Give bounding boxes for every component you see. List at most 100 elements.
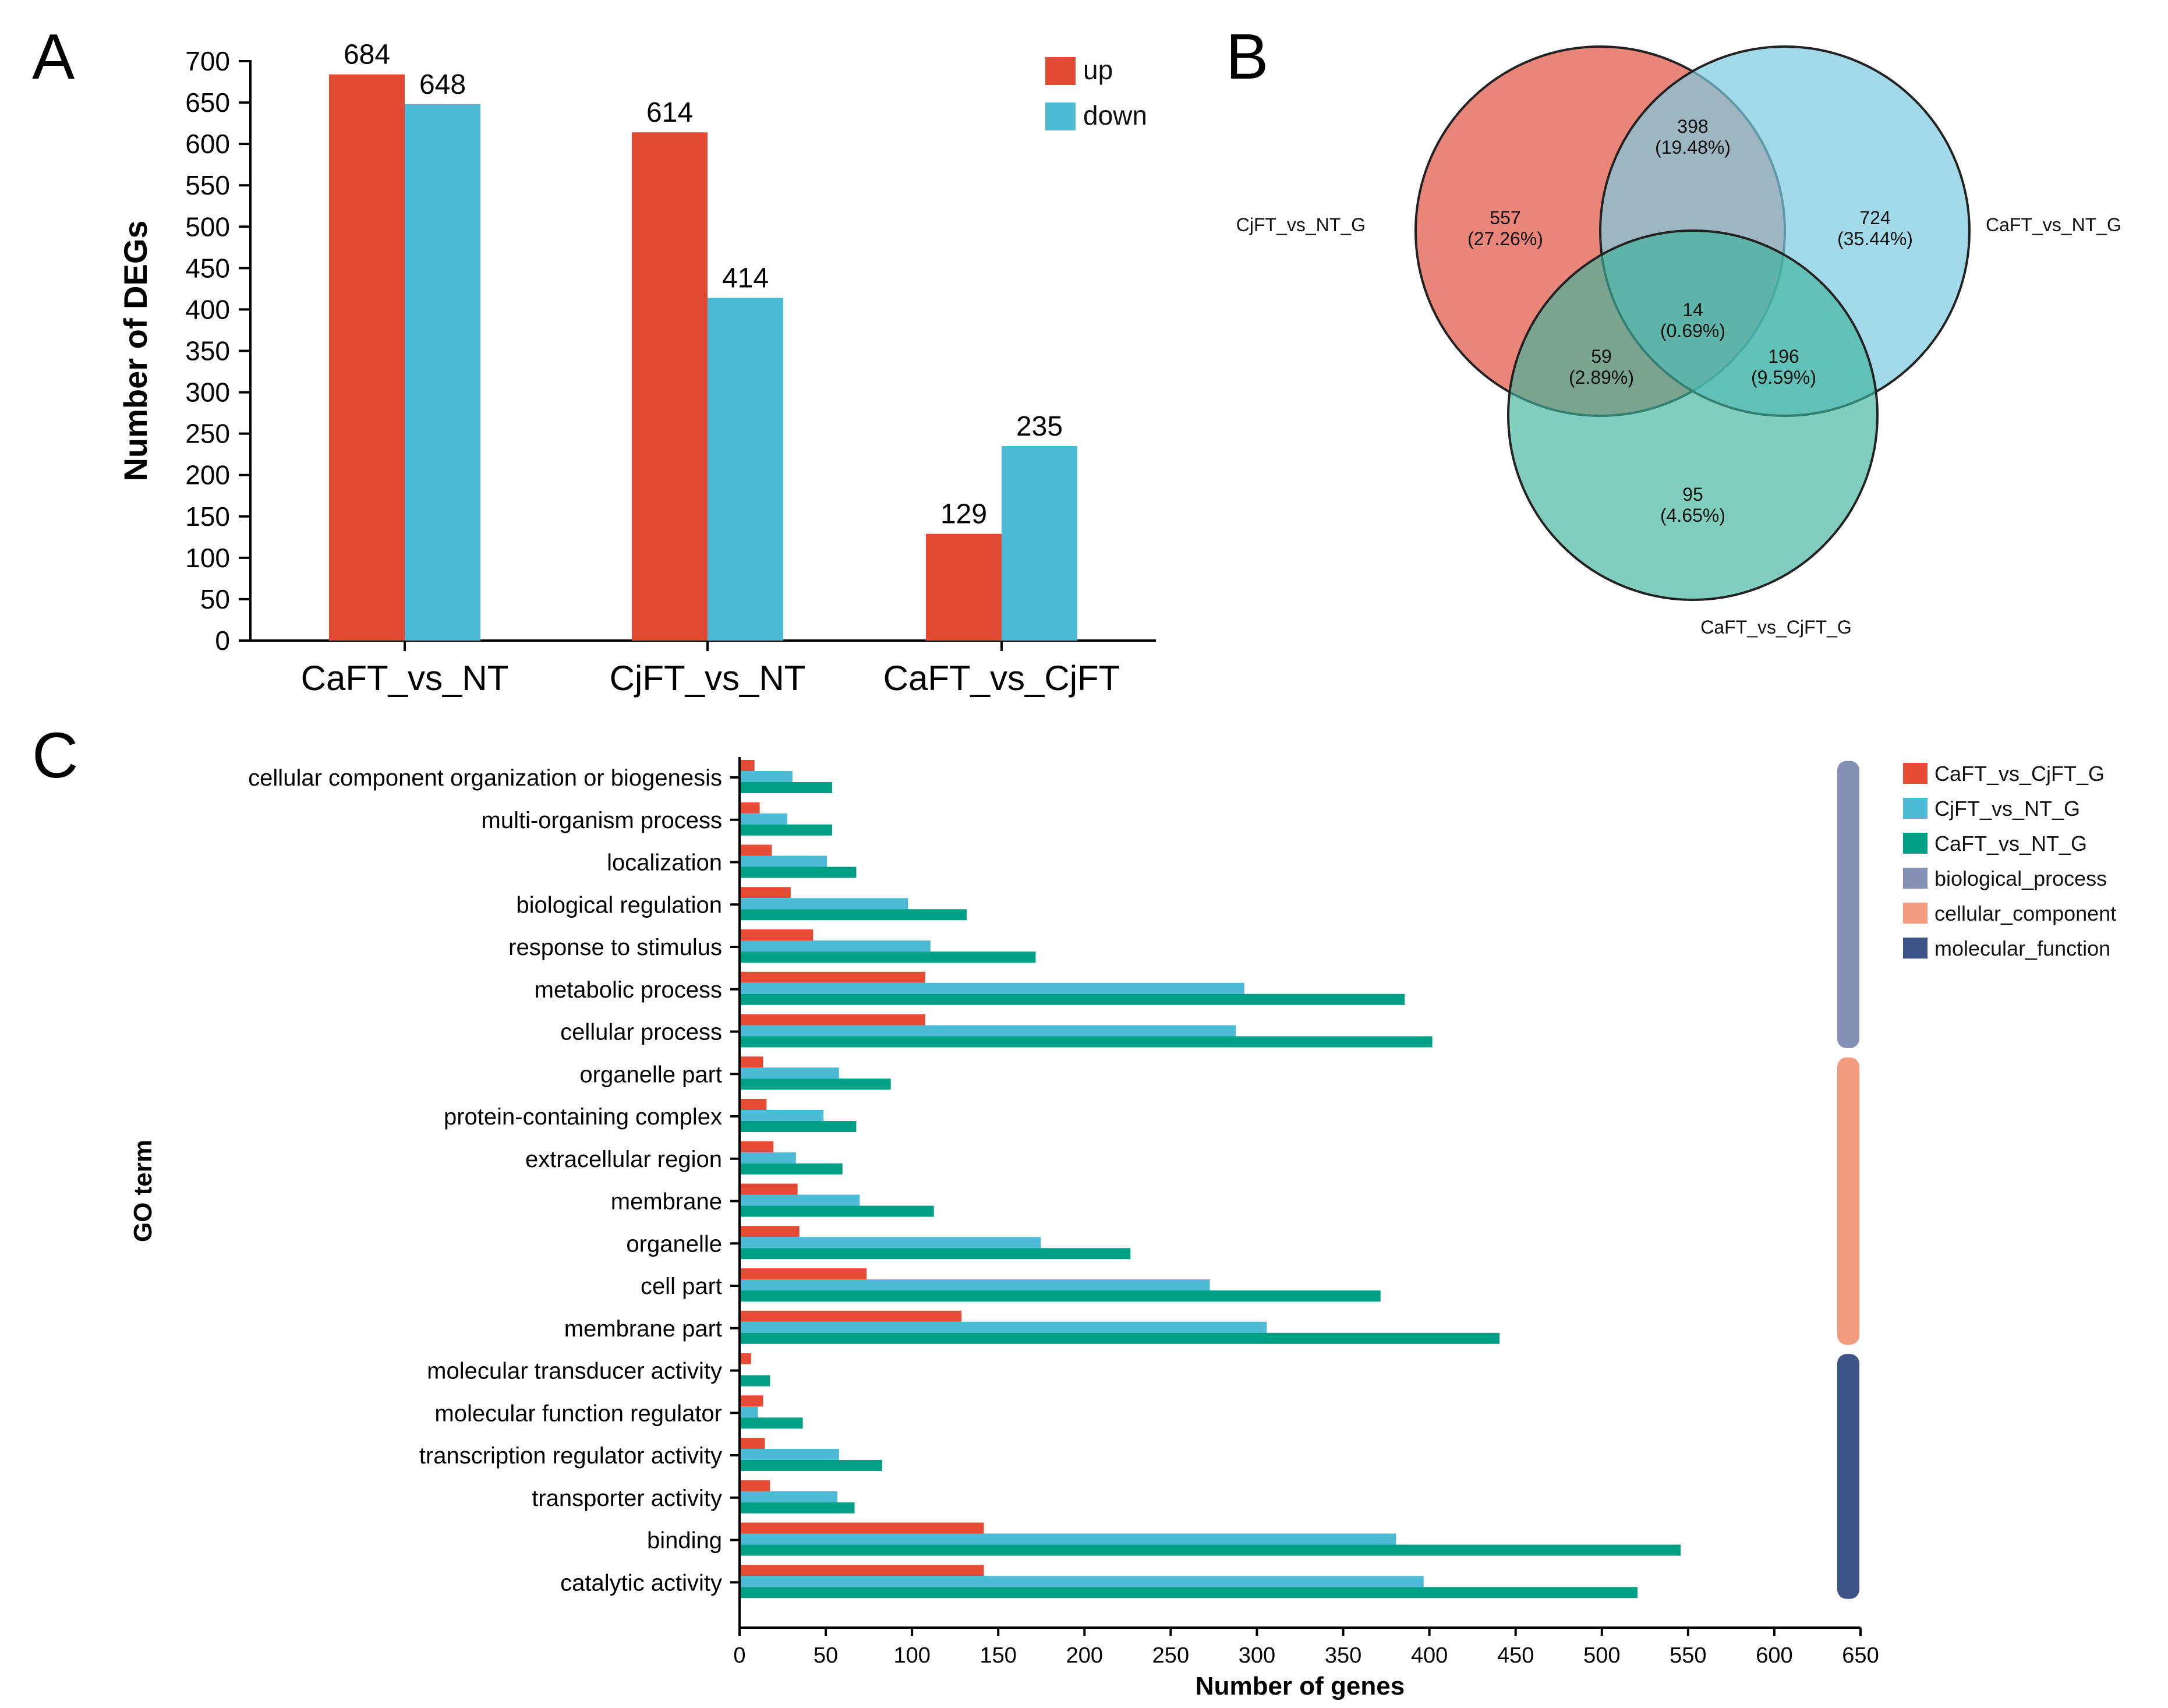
legend-swatch xyxy=(1903,868,1927,889)
bar-CaFT_vs_CjFT_G xyxy=(741,1099,767,1110)
venn-region-count: 398 xyxy=(1677,116,1708,137)
y-tick-label: 450 xyxy=(185,253,230,283)
y-tick-label: 250 xyxy=(185,419,230,449)
y-tick-label: 350 xyxy=(185,336,230,366)
venn-region-count: 95 xyxy=(1682,484,1703,505)
bar-CaFT_vs_NT_G xyxy=(741,1417,803,1429)
bar-CaFT_vs_CjFT_G xyxy=(741,929,814,940)
bar-CaFT_vs_NT_G xyxy=(741,1290,1381,1302)
panel-a-letter: A xyxy=(32,21,75,93)
bar-CjFT_vs_NT_G xyxy=(741,1152,796,1164)
bar-up xyxy=(632,132,708,641)
legend-swatch xyxy=(1903,798,1927,819)
venn-region-count: 724 xyxy=(1859,207,1890,228)
bar-CaFT_vs_CjFT_G xyxy=(741,1565,984,1576)
bar-CaFT_vs_NT_G xyxy=(741,952,1036,963)
bar-CaFT_vs_NT_G xyxy=(741,993,1405,1005)
venn-region-count: 59 xyxy=(1591,346,1612,367)
x-tick-label: 400 xyxy=(1411,1643,1448,1668)
y-axis-title: GO term xyxy=(129,1140,157,1242)
bar-CjFT_vs_NT_G xyxy=(741,855,827,867)
x-tick-label: 200 xyxy=(1066,1643,1103,1668)
legend-label: CaFT_vs_NT_G xyxy=(1934,832,2087,855)
bar-CaFT_vs_CjFT_G xyxy=(741,1056,763,1068)
venn-region-percent: (2.89%) xyxy=(1569,367,1634,388)
y-tick-label: response to stimulus xyxy=(508,935,722,960)
bar-value-label: 614 xyxy=(646,97,693,128)
bar-down xyxy=(1002,445,1077,641)
venn-set-label-3: CaFT_vs_CjFT_G xyxy=(1700,617,1852,638)
y-tick-label: metabolic process xyxy=(535,977,722,1003)
y-tick-label: 650 xyxy=(185,87,230,118)
y-tick-label: localization xyxy=(607,850,722,876)
bar-CaFT_vs_CjFT_G xyxy=(741,971,925,983)
x-tick-label: 600 xyxy=(1756,1643,1792,1668)
y-tick-label: cellular component organization or bioge… xyxy=(248,765,722,791)
legend-swatch xyxy=(1903,938,1927,959)
venn-circle-3 xyxy=(1507,229,1879,601)
bar-CjFT_vs_NT_G xyxy=(741,1279,1210,1290)
bar-CaFT_vs_CjFT_G xyxy=(741,1268,867,1279)
bar-CaFT_vs_NT_G xyxy=(741,1544,1681,1556)
bar-CaFT_vs_CjFT_G xyxy=(741,1353,751,1364)
bar-CaFT_vs_CjFT_G xyxy=(741,887,791,899)
legend-swatch-down xyxy=(1045,102,1076,130)
legend-label: biological_process xyxy=(1934,867,2107,890)
bar-CaFT_vs_CjFT_G xyxy=(741,760,755,771)
legend-label-down: down xyxy=(1083,100,1147,130)
bar-CjFT_vs_NT_G xyxy=(741,771,793,782)
bar-up xyxy=(926,533,1002,641)
bar-CaFT_vs_CjFT_G xyxy=(741,1310,962,1322)
bar-down xyxy=(405,104,480,641)
bar-CaFT_vs_CjFT_G xyxy=(741,1141,774,1152)
x-tick-label: 100 xyxy=(893,1643,930,1668)
x-tick-label: 150 xyxy=(980,1643,1017,1668)
bar-CaFT_vs_NT_G xyxy=(741,1163,843,1175)
venn-region-percent: (9.59%) xyxy=(1751,367,1816,388)
y-tick-label: catalytic activity xyxy=(560,1570,722,1596)
group-bar-biological_process xyxy=(1837,761,1859,1048)
venn-region-count: 557 xyxy=(1490,207,1520,228)
legend-label: cellular_component xyxy=(1934,901,2116,925)
venn-set-label-2: CaFT_vs_NT_G xyxy=(1986,214,2121,235)
y-tick-label: molecular function regulator xyxy=(434,1401,722,1426)
group-bar-cellular_component xyxy=(1837,1057,1859,1345)
bar-CaFT_vs_NT_G xyxy=(741,1036,1433,1048)
x-tick-label: 0 xyxy=(733,1643,745,1668)
bar-CjFT_vs_NT_G xyxy=(741,813,787,825)
bar-CaFT_vs_NT_G xyxy=(741,1375,770,1387)
y-tick-label: 500 xyxy=(185,211,230,242)
bar-CaFT_vs_NT_G xyxy=(741,867,857,878)
legend-label: molecular_function xyxy=(1934,936,2110,960)
y-tick-label: 300 xyxy=(185,377,230,408)
legend-swatch-up xyxy=(1045,57,1076,85)
x-tick-label: CaFT_vs_NT xyxy=(301,659,509,698)
legend-swatch xyxy=(1903,903,1927,924)
bar-CaFT_vs_CjFT_G xyxy=(741,1014,925,1025)
y-tick-label: 50 xyxy=(200,584,230,614)
legend-label: CjFT_vs_NT_G xyxy=(1934,797,2080,821)
bar-CjFT_vs_NT_G xyxy=(741,1025,1236,1037)
x-tick-label: 650 xyxy=(1842,1643,1879,1668)
venn-region-percent: (4.65%) xyxy=(1660,505,1725,526)
bar-CjFT_vs_NT_G xyxy=(741,940,931,952)
x-tick-label: 450 xyxy=(1497,1643,1534,1668)
bar-CjFT_vs_NT_G xyxy=(741,898,908,910)
bar-value-label: 648 xyxy=(419,69,466,100)
x-tick-label: 350 xyxy=(1325,1643,1361,1668)
bar-CaFT_vs_NT_G xyxy=(741,1078,891,1090)
venn-region-percent: (19.48%) xyxy=(1655,137,1731,158)
bar-CaFT_vs_NT_G xyxy=(741,824,832,836)
bar-CaFT_vs_CjFT_G xyxy=(741,1226,800,1237)
y-tick-label: 700 xyxy=(185,46,230,76)
bar-CjFT_vs_NT_G xyxy=(741,1406,758,1418)
bar-down xyxy=(708,298,783,641)
legend-label: CaFT_vs_CjFT_G xyxy=(1934,762,2105,786)
x-tick-label: 550 xyxy=(1670,1643,1706,1668)
bar-CaFT_vs_CjFT_G xyxy=(741,844,772,856)
y-tick-label: membrane part xyxy=(564,1316,722,1342)
y-tick-label: transporter activity xyxy=(532,1486,722,1511)
bar-CaFT_vs_NT_G xyxy=(741,1502,855,1513)
